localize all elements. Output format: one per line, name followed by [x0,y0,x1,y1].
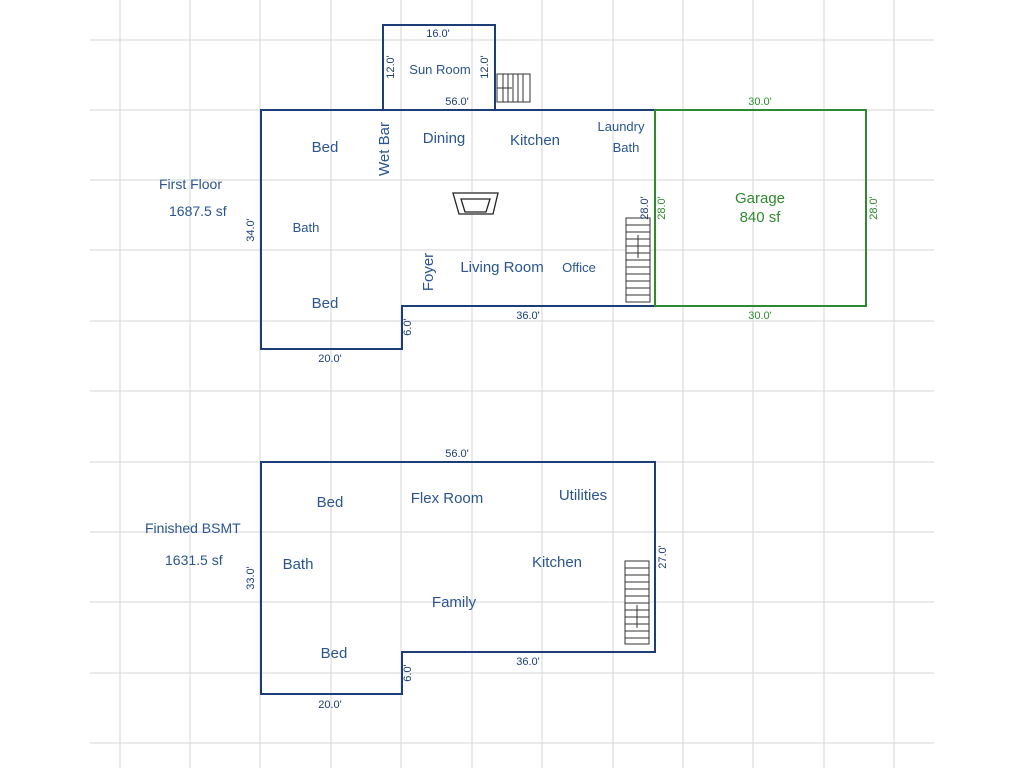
basement-stairs-icon [624,560,650,645]
bsmt-room-bath: Bath [283,556,314,573]
basement-title: Finished BSMT [145,520,241,536]
garage-area: 840 sf [740,209,782,226]
room-bed-bottom: Bed [312,295,339,312]
room-bed-top: Bed [312,139,339,156]
bsmt-room-bed-bottom: Bed [321,645,348,662]
dim-bsmt-left: 33.0' [245,566,257,590]
garage-outline [654,109,867,307]
dim-bsmt-bottom-left: 20.0' [318,699,342,711]
dim-sun-left: 12.0' [385,55,397,79]
bsmt-room-flex: Flex Room [411,490,484,507]
room-dining: Dining [423,130,466,147]
dim-bsmt-bottom-right: 36.0' [516,656,540,668]
dim-bsmt-top: 56.0' [445,448,469,460]
dim-first-right: 28.0' [639,196,651,220]
basement-area: 1631.5 sf [165,552,223,568]
room-living-room: Living Room [460,259,543,276]
room-office: Office [562,260,596,275]
dim-first-bottom-left: 20.0' [318,353,342,365]
first-floor-stairs-icon [625,217,651,303]
basement: Finished BSMT 1631.5 sf Bed Flex Room Ut… [145,448,669,711]
garage-name: Garage [735,190,785,207]
dim-bsmt-right: 27.0' [657,545,669,569]
basement-outline [260,461,656,695]
room-kitchen: Kitchen [510,132,560,149]
dim-garage-left: 28.0' [656,196,668,220]
dim-garage-top: 30.0' [748,96,772,108]
dim-garage-bottom: 30.0' [748,310,772,322]
dim-first-bottom-right: 36.0' [516,310,540,322]
bsmt-room-family: Family [432,594,477,611]
first-floor: First Floor 1687.5 sf [159,24,656,365]
bsmt-room-utilities: Utilities [559,487,607,504]
room-foyer: Foyer [420,253,437,291]
first-floor-area: 1687.5 sf [169,203,227,219]
dim-first-left: 34.0' [245,218,257,242]
fireplace-inner [460,198,491,213]
room-bath: Bath [293,220,320,235]
room-laundry: Laundry [598,119,645,134]
dim-sun-top: 16.0' [426,28,450,40]
room-wet-bar: Wet Bar [376,122,393,176]
room-laundry-bath: Bath [613,140,640,155]
garage: Garage 840 sf 30.0' 30.0' 28.0' 28.0' [654,96,880,322]
dim-first-step: 6.0' [402,318,414,335]
first-floor-title: First Floor [159,176,222,192]
dim-bsmt-step: 6.0' [402,664,414,681]
room-sun-room: Sun Room [409,62,470,77]
bsmt-room-kitchen: Kitchen [532,554,582,571]
dim-first-top: 56.0' [445,96,469,108]
dim-sun-right: 12.0' [479,55,491,79]
bsmt-room-bed-top: Bed [317,494,344,511]
sun-room-stairs-icon [496,73,531,103]
sun-room-outline [382,24,496,111]
dim-garage-right: 28.0' [868,196,880,220]
